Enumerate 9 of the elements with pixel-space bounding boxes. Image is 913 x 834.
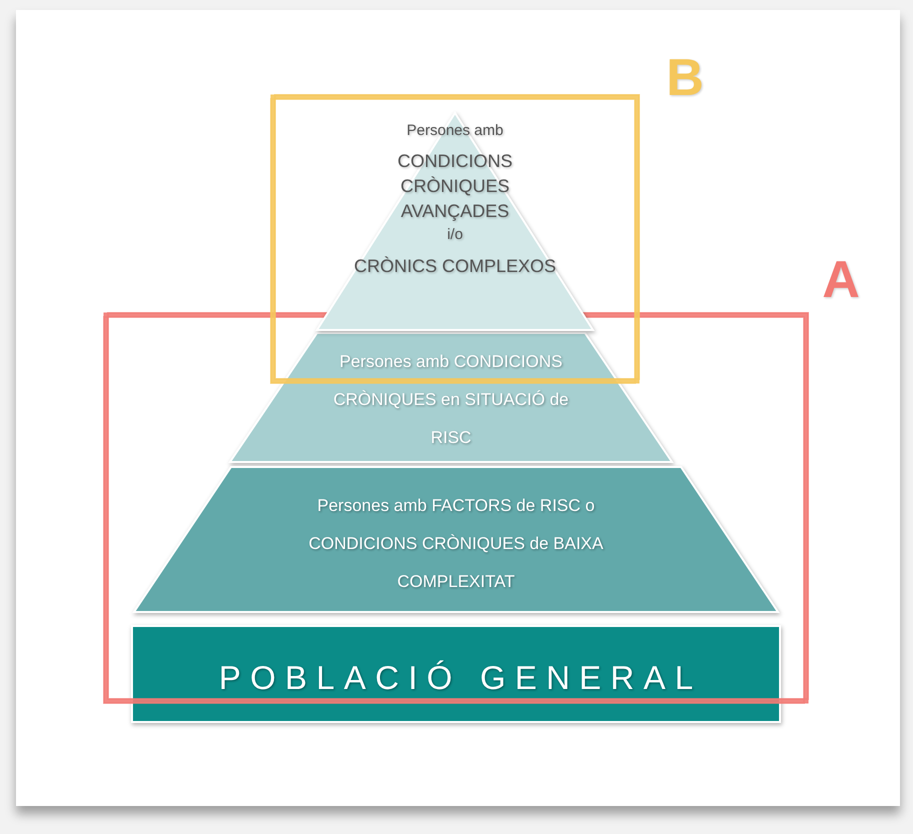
tier-label: Persones amb CONDICIONS CRÒNIQUES en SITUACIÓ de RISC (332, 351, 570, 449)
frame-letter: A (821, 254, 861, 306)
tier-label: Persones amb FACTORS de RISC o CONDICIONS CRÒNIQUES de BAIXA COMPLEXITAT (308, 495, 604, 593)
tier-label: CRÒNICS COMPLEXOS (352, 255, 558, 278)
band-label: POBLACIÓ GENERAL (218, 658, 704, 698)
tier-label: Persones amb (406, 121, 504, 141)
tier-label: CONDICIONS CRÒNIQUES AVANÇADES (396, 150, 514, 223)
tier-label: i/o (446, 225, 464, 245)
frame-letter: B (665, 52, 705, 104)
